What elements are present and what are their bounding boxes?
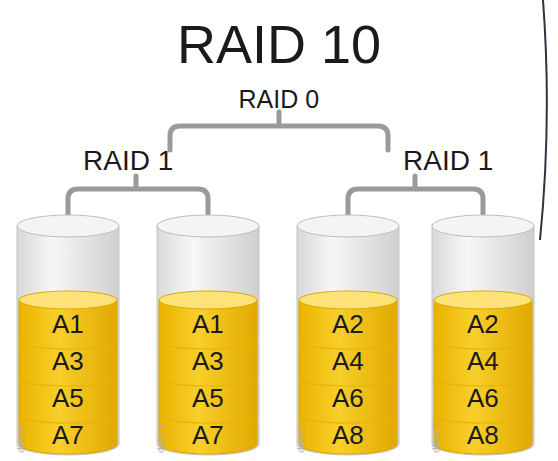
data-block: A4: [467, 348, 499, 374]
data-block: A3: [192, 348, 224, 374]
raid-label: RAID 1: [83, 147, 173, 175]
disk-cylinder: A2A4A6A8 disco 2: [295, 212, 401, 458]
raid1-bracket: [348, 176, 483, 214]
edge-curve: [540, 0, 547, 240]
data-block: A7: [192, 422, 224, 448]
raid0-bracket: [170, 112, 388, 150]
disk-label: disco 0: [16, 424, 25, 453]
disk-label: disco 1: [156, 424, 165, 453]
data-block: A6: [467, 385, 499, 411]
data-block: A2: [467, 311, 499, 337]
data-block: A4: [332, 348, 364, 374]
data-block: A7: [52, 422, 84, 448]
diagram-title: RAID 10: [177, 17, 381, 71]
disk-cylinder: A1A3A5A7 disco 0: [15, 212, 121, 458]
disk-label: disco 3: [431, 424, 440, 453]
data-block: A8: [467, 422, 499, 448]
data-block: A1: [52, 311, 84, 337]
data-block: A1: [192, 311, 224, 337]
data-block: A5: [192, 385, 224, 411]
disk-label: disco 2: [296, 424, 305, 453]
disk-cylinder: A2A4A6A8 disco 3: [430, 212, 536, 458]
data-block: A8: [332, 422, 364, 448]
data-block: A5: [52, 385, 84, 411]
data-block: A3: [52, 348, 84, 374]
raid-label: RAID 0: [239, 87, 320, 112]
data-block: A2: [332, 311, 364, 337]
raid-label: RAID 1: [403, 147, 493, 175]
disk-cylinder: A1A3A5A7 disco 1: [155, 212, 261, 458]
data-block: A6: [332, 385, 364, 411]
raid1-bracket: [68, 176, 208, 214]
